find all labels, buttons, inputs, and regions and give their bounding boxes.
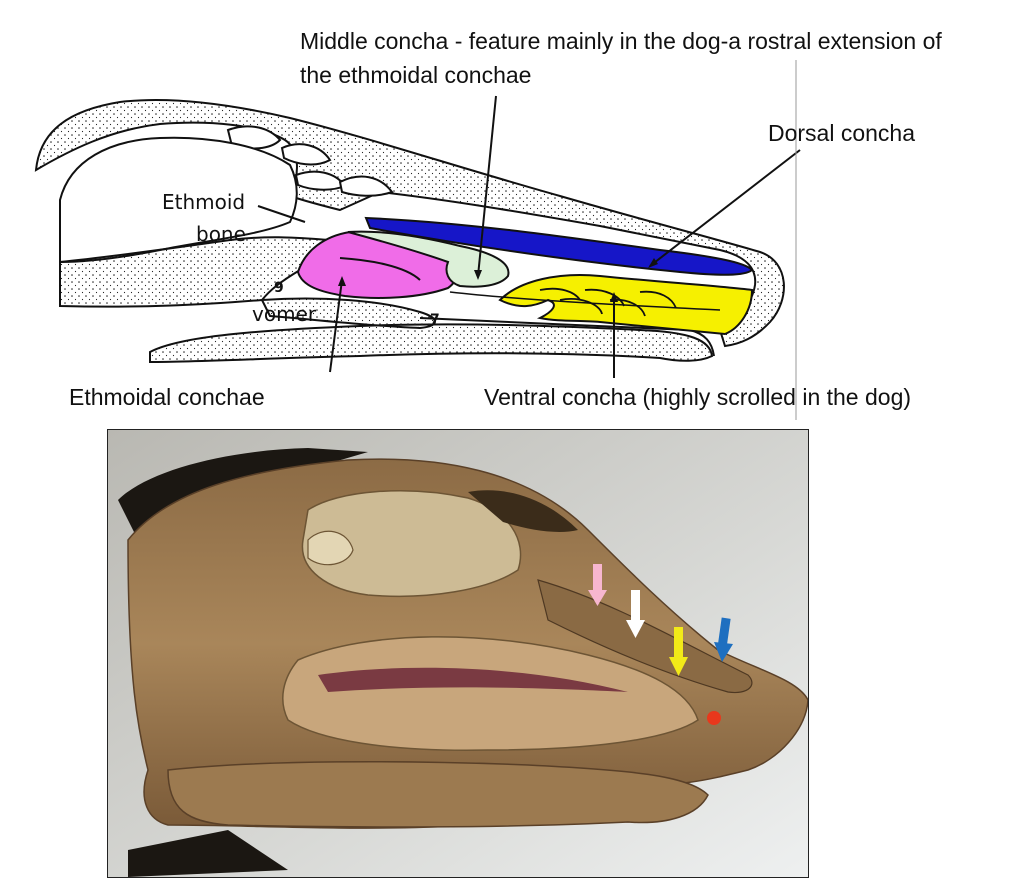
ethmoid-bone-pointer: [257, 205, 306, 223]
sinus-cavity: [280, 143, 332, 166]
middle-concha-pointer: [477, 95, 497, 277]
pink-arrow: [588, 564, 607, 606]
yellow-arrow: [669, 627, 688, 676]
number-7-label: 7: [430, 312, 440, 328]
vomer-label: vomer: [252, 302, 317, 326]
ventral-concha-label: Ventral concha (highly scrolled in the d…: [484, 384, 912, 410]
red-marker: [707, 711, 721, 725]
cerebellum: [307, 530, 354, 566]
nasal-floor-line: [419, 317, 715, 357]
ethmoidal-conchae-pointer: [329, 279, 343, 373]
frontal-sinus: [468, 490, 578, 533]
chin-skin: [128, 830, 288, 877]
dorsal-concha-arrowhead: [648, 258, 658, 268]
ethmoidal-conchae-label: Ethmoidal conchae: [69, 384, 265, 410]
blue-arrow: [714, 617, 733, 662]
dorsal-concha-pointer: [649, 149, 801, 267]
ventral-concha-scroll: [539, 287, 581, 301]
ventral-concha-scroll: [584, 288, 625, 307]
number-9-label: 9: [274, 280, 284, 296]
middle-concha-arrowhead: [474, 270, 482, 280]
dorsal-concha-label: Dorsal concha: [768, 120, 916, 146]
oral-cavity: [318, 667, 628, 692]
tongue: [282, 636, 699, 751]
hard-palate: [149, 323, 714, 364]
ethmoidal-conchae-shape: [339, 257, 421, 281]
ventral-concha-scroll: [639, 290, 677, 309]
middle-concha-label-line2: the ethmoidal conchae: [300, 62, 532, 88]
ventral-concha-arrowhead: [610, 292, 618, 302]
lower-jaw: [167, 760, 709, 828]
ethmoid-bone-label-1: Ethmoid: [162, 190, 246, 214]
nasal-interior-line: [449, 291, 721, 311]
brain-region: [301, 490, 522, 598]
ethmoid-bone-label-2: bone: [196, 222, 246, 246]
sagittal-section-photo: [107, 429, 809, 878]
nasal-cavity-diagram: [34, 60, 801, 420]
white-arrow: [626, 590, 645, 638]
middle-concha-shape: [347, 230, 510, 288]
skull-bone-outline: [34, 98, 785, 348]
sinus-cavity: [338, 175, 394, 197]
middle-concha-label-line1: Middle concha - feature mainly in the do…: [300, 28, 942, 54]
ventral-concha-scroll: [559, 298, 603, 315]
ethmoidal-conchae-arrowhead: [338, 276, 346, 286]
nasal-conchae-region: [537, 579, 753, 694]
